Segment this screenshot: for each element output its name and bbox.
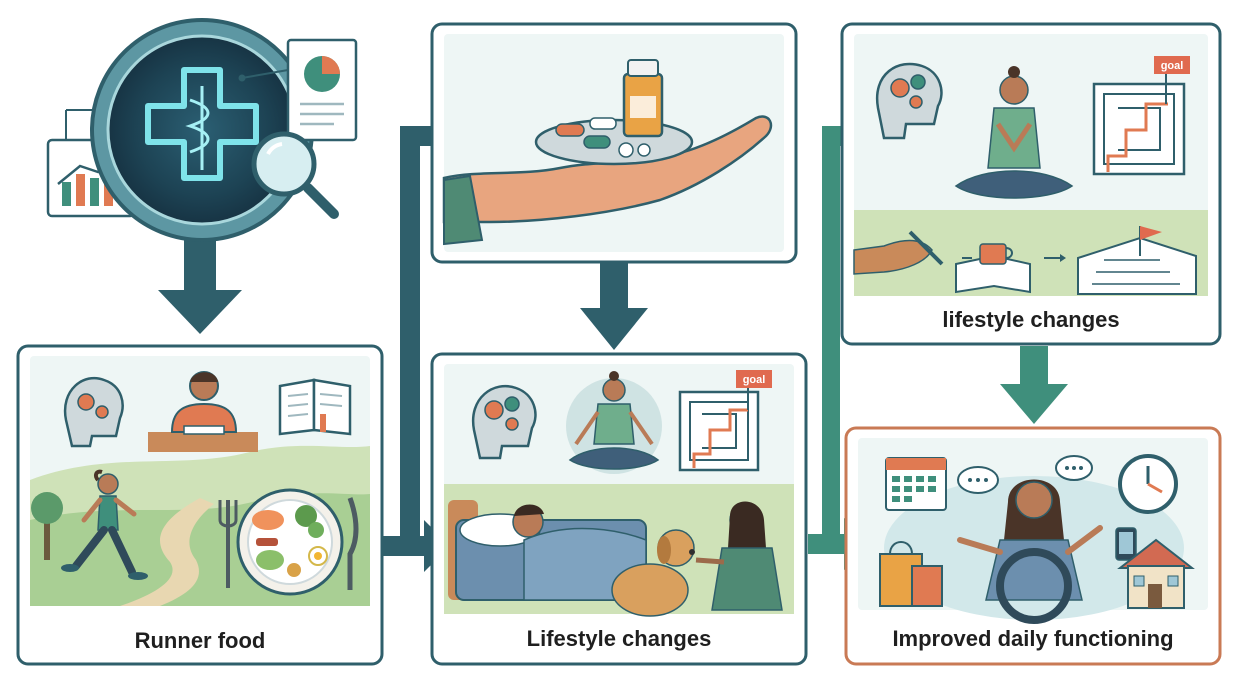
- connector-arrows: [158, 126, 1068, 572]
- arrow-down-right: [1000, 346, 1068, 424]
- arrow-down-middle: [580, 262, 648, 350]
- runner-icon: [61, 469, 148, 580]
- panel-medication: [430, 22, 798, 264]
- lifestyle-middle-label: Lifestyle changes: [527, 626, 712, 651]
- panel-lifestyle-middle: goal Lifestyle changes: [430, 352, 808, 666]
- brain-gears-icon: [63, 376, 124, 448]
- open-book-icon: [278, 378, 352, 436]
- maze-flag-icon: [1077, 226, 1197, 295]
- brain-gears-icon: [875, 62, 943, 140]
- writing-hand-icon: [853, 230, 972, 275]
- journal-coffee-icon: [955, 243, 1066, 294]
- goal-flag-label: goal: [743, 374, 766, 386]
- goal-flag-label: goal: [1161, 60, 1184, 72]
- panel-lifestyle-top-right: goal lifestyle changes: [840, 22, 1222, 346]
- panel-improved-daily-functioning: Improved daily functioning: [844, 426, 1222, 666]
- sleeping-person-icon: [448, 500, 647, 601]
- speech-bubble-icon: [957, 455, 1093, 494]
- food-plate-icon: [218, 488, 359, 596]
- lifestyle-top-right-label: lifestyle changes: [942, 307, 1119, 332]
- shopping-bag-icon: [879, 541, 943, 607]
- dog-owner-icon: [611, 501, 783, 617]
- panel-runner-food: Runner food: [16, 344, 384, 666]
- phone-icon: [1115, 527, 1137, 561]
- improved-label: Improved daily functioning: [892, 626, 1173, 651]
- hand-holding-pills-icon: [442, 59, 773, 246]
- magnifier-icon: [251, 131, 339, 219]
- runner-food-label: Runner food: [135, 628, 266, 653]
- arrow-down-left: [158, 228, 242, 334]
- meditation-icon: [954, 66, 1074, 199]
- studying-person-icon: [148, 371, 258, 452]
- maze-goal-icon: goal: [1092, 56, 1190, 176]
- medical-cross-icon: [145, 67, 259, 181]
- medical-icon-cluster: [46, 18, 358, 242]
- calendar-icon: [885, 457, 947, 511]
- clock-icon: [1118, 454, 1178, 514]
- brain-gears-icon: [471, 384, 537, 460]
- driving-person-icon: [957, 479, 1103, 624]
- meditation-icon: [566, 371, 662, 474]
- pie-chart-document-icon: [238, 38, 358, 142]
- house-icon: [1117, 538, 1195, 609]
- maze-goal-icon: goal: [678, 370, 772, 472]
